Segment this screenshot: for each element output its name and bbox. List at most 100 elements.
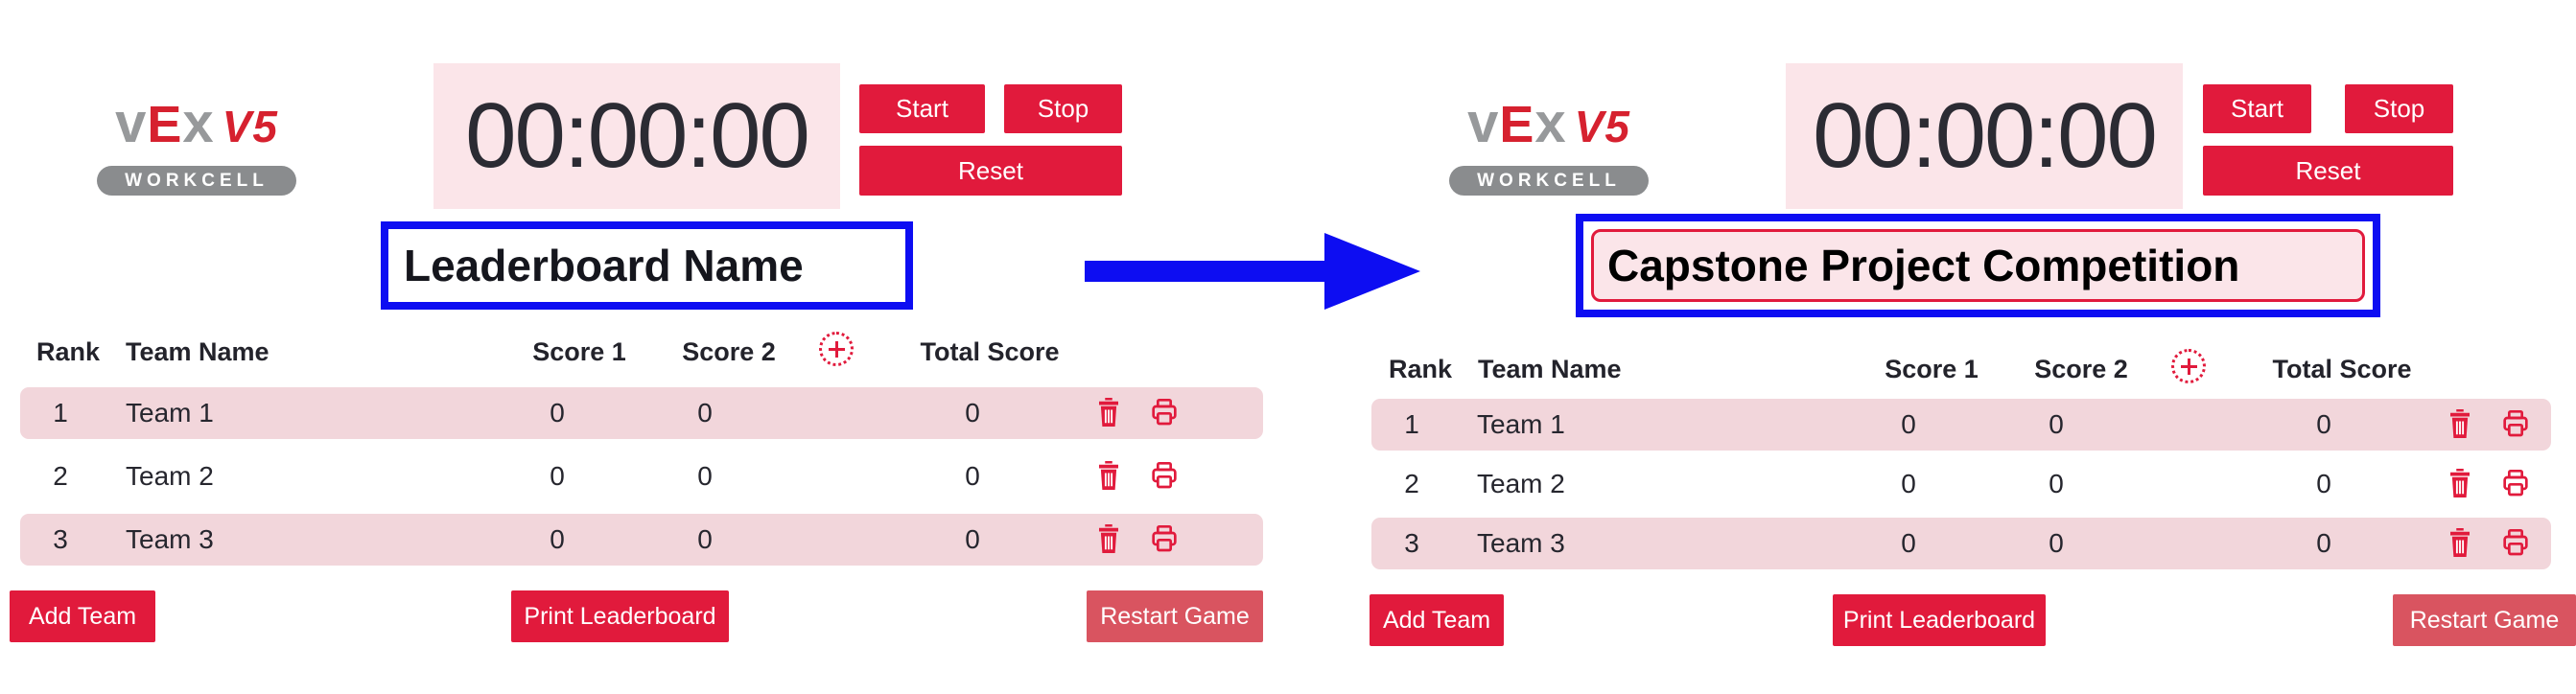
total-score-cell: 0 <box>2316 528 2331 558</box>
leaderboard-name-input[interactable] <box>1591 229 2365 302</box>
table-row: 3 Team 3 0 0 0 <box>1371 518 2551 569</box>
total-score-cell: 0 <box>965 461 980 491</box>
print-leaderboard-button[interactable]: Print Leaderboard <box>511 590 729 642</box>
rank-cell: 3 <box>1404 528 1419 558</box>
stop-button[interactable]: Stop <box>2345 84 2453 133</box>
rank-cell: 2 <box>1404 469 1419 498</box>
plus-circle-icon[interactable] <box>819 332 854 366</box>
score2-cell[interactable]: 0 <box>697 461 713 491</box>
workcell-badge: WORKCELL <box>1449 166 1649 196</box>
delete-team-button[interactable] <box>1089 522 1128 557</box>
trash-icon <box>1094 522 1123 558</box>
print-leaderboard-button[interactable]: Print Leaderboard <box>1833 594 2046 646</box>
delete-team-button[interactable] <box>1089 459 1128 494</box>
header-total-score: Total Score <box>2272 355 2412 383</box>
print-team-button[interactable] <box>2496 407 2535 442</box>
print-team-button[interactable] <box>2496 467 2535 501</box>
restart-game-button[interactable]: Restart Game <box>2393 594 2576 646</box>
print-team-button[interactable] <box>1145 459 1183 494</box>
delete-team-button[interactable] <box>1089 396 1128 430</box>
annotation-arrow-icon <box>1085 233 1424 310</box>
timer-display: 00:00:00 <box>1786 63 2183 209</box>
workcell-badge: WORKCELL <box>97 166 296 196</box>
table-row: 1 Team 1 0 0 0 <box>20 387 1263 439</box>
plus-circle-icon[interactable] <box>2171 349 2206 383</box>
score2-cell[interactable]: 0 <box>2049 469 2064 498</box>
team-name-cell: Team 2 <box>1477 469 1565 498</box>
header-rank: Rank <box>36 337 101 366</box>
team-name-cell: Team 3 <box>126 524 214 554</box>
printer-icon <box>1149 460 1180 494</box>
delete-team-button[interactable] <box>2441 407 2479 442</box>
score2-cell[interactable]: 0 <box>2049 409 2064 439</box>
start-button[interactable]: Start <box>2203 84 2311 133</box>
team-name-cell: Team 1 <box>126 398 214 428</box>
reset-button[interactable]: Reset <box>2203 146 2453 196</box>
header-rank: Rank <box>1389 355 1453 383</box>
logo-v5: V5 <box>1574 102 1630 151</box>
table-row: 1 Team 1 0 0 0 <box>1371 399 2551 451</box>
reset-button[interactable]: Reset <box>859 146 1122 196</box>
delete-team-button[interactable] <box>2441 467 2479 501</box>
trash-icon <box>1094 396 1123 431</box>
print-team-button[interactable] <box>2496 526 2535 561</box>
stop-button[interactable]: Stop <box>1004 84 1122 133</box>
score1-cell[interactable]: 0 <box>1901 469 1916 498</box>
table-header: Rank Team Name Score 1 Score 2 Total Sco… <box>1352 349 2576 385</box>
table-row: 2 Team 2 0 0 0 <box>20 451 1263 502</box>
total-score-cell: 0 <box>2316 409 2331 439</box>
rank-cell: 1 <box>1404 409 1419 439</box>
table-row: 2 Team 2 0 0 0 <box>1371 458 2551 510</box>
printer-icon <box>2500 527 2531 561</box>
printer-icon <box>1149 523 1180 557</box>
table-header: Rank Team Name Score 1 Score 2 Total Sco… <box>0 332 1295 368</box>
team-name-cell: Team 3 <box>1477 528 1565 558</box>
score1-cell[interactable]: 0 <box>550 524 565 554</box>
score2-cell[interactable]: 0 <box>697 398 713 428</box>
header-total-score: Total Score <box>920 337 1060 366</box>
header-team-name: Team Name <box>1478 355 1622 383</box>
table-row: 3 Team 3 0 0 0 <box>20 514 1263 566</box>
header-team-name: Team Name <box>126 337 269 366</box>
printer-icon <box>2500 468 2531 501</box>
print-team-button[interactable] <box>1145 396 1183 430</box>
score1-cell[interactable]: 0 <box>1901 528 1916 558</box>
logo-letter-v: v <box>1467 92 1500 154</box>
logo-letter-e: E <box>1499 96 1535 153</box>
team-name-cell: Team 2 <box>126 461 214 491</box>
team-name-cell: Team 1 <box>1477 409 1565 439</box>
add-team-button[interactable]: Add Team <box>10 590 155 642</box>
score1-cell[interactable]: 0 <box>1901 409 1916 439</box>
leaderboard-name-highlight <box>381 221 913 310</box>
delete-team-button[interactable] <box>2441 526 2479 561</box>
total-score-cell: 0 <box>965 524 980 554</box>
score1-cell[interactable]: 0 <box>550 398 565 428</box>
header-score2: Score 2 <box>682 337 776 366</box>
start-button[interactable]: Start <box>859 84 985 133</box>
logo-letter-e: E <box>147 96 183 153</box>
score2-cell[interactable]: 0 <box>697 524 713 554</box>
score1-cell[interactable]: 0 <box>550 461 565 491</box>
restart-game-button[interactable]: Restart Game <box>1087 590 1263 642</box>
header-score2: Score 2 <box>2034 355 2128 383</box>
print-team-button[interactable] <box>1145 522 1183 557</box>
rank-cell: 1 <box>53 398 68 428</box>
logo-letter-v: v <box>115 92 148 154</box>
printer-icon <box>1149 397 1180 430</box>
add-team-button[interactable]: Add Team <box>1370 594 1504 646</box>
total-score-cell: 0 <box>2316 469 2331 498</box>
trash-icon <box>2446 526 2474 562</box>
leaderboard-name-input[interactable] <box>388 229 905 302</box>
score2-cell[interactable]: 0 <box>2049 528 2064 558</box>
timer-value: 00:00:00 <box>1813 84 2158 187</box>
total-score-cell: 0 <box>965 398 980 428</box>
logo-letter-x: x <box>182 92 215 154</box>
timer-display: 00:00:00 <box>433 63 840 209</box>
